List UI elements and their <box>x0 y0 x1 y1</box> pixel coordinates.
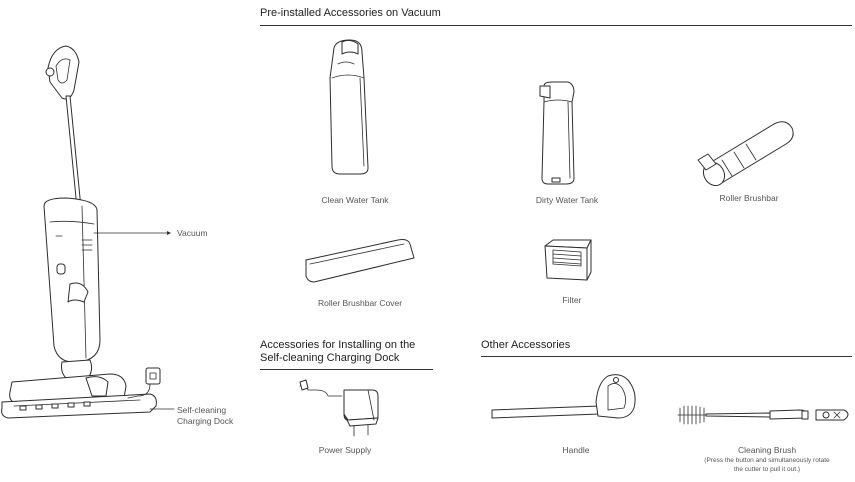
section-title-dock-line2: Self-cleaning Charging Dock <box>260 352 400 364</box>
cleaning-brush-illustration <box>676 402 854 428</box>
cleaning-brush-note-line2: the cutter to pull it out.) <box>733 466 801 473</box>
caption-cleaning-brush: Cleaning Brush <box>737 445 797 455</box>
dirty-water-tank-illustration <box>538 82 578 186</box>
callout-vacuum: Vacuum <box>177 228 208 238</box>
section-rule-preinstalled <box>260 25 852 26</box>
roller-brushbar-cover-illustration <box>304 238 416 286</box>
caption-dirty-water-tank: Dirty Water Tank <box>535 195 599 205</box>
callout-dock-line2: Charging Dock <box>177 416 234 426</box>
section-title-preinstalled: Pre-installed Accessories on Vacuum <box>260 7 441 19</box>
callout-dock-line1: Self-cleaning <box>177 405 227 415</box>
section-title-other: Other Accessories <box>481 339 571 351</box>
caption-handle: Handle <box>562 445 590 455</box>
section-rule-other <box>481 356 852 357</box>
caption-power-supply: Power Supply <box>318 445 372 455</box>
section-rule-dock <box>260 369 433 370</box>
power-supply-illustration <box>298 380 382 438</box>
caption-filter: Filter <box>562 295 582 305</box>
roller-brushbar-illustration <box>694 114 798 190</box>
caption-clean-water-tank: Clean Water Tank <box>321 195 389 205</box>
caption-roller-brushbar: Roller Brushbar <box>719 193 779 203</box>
filter-illustration <box>543 238 593 282</box>
handle-illustration <box>490 372 640 424</box>
clean-water-tank-illustration <box>328 38 372 178</box>
section-title-dock-line1: Accessories for Installing on the <box>260 339 416 351</box>
caption-roller-brushbar-cover: Roller Brushbar Cover <box>317 298 403 308</box>
callout-lines <box>0 231 175 482</box>
vacuum-illustration <box>0 40 175 430</box>
cleaning-brush-note-line1: (Press the button and simultaneously rot… <box>704 457 830 464</box>
